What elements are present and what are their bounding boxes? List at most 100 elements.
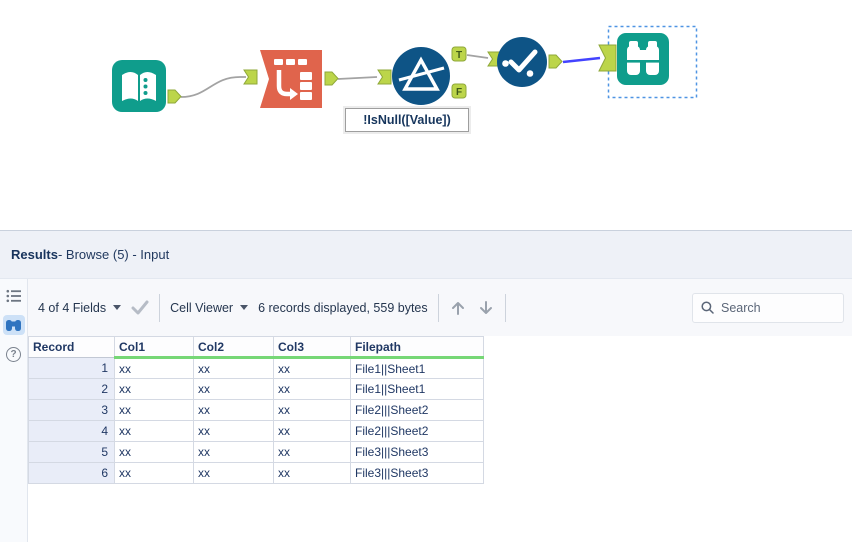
data-cell[interactable]: xx — [273, 378, 351, 400]
column-header-col3[interactable]: Col3 — [273, 336, 351, 359]
false-output-anchor[interactable]: F — [451, 83, 467, 99]
input-data-tool[interactable] — [112, 60, 182, 112]
output-anchor[interactable] — [548, 54, 563, 69]
data-cell[interactable]: xx — [114, 399, 194, 421]
input-data-icon — [112, 60, 166, 112]
results-side-strip: ? — [0, 279, 28, 542]
input-anchor[interactable] — [598, 44, 617, 72]
metadata-view-button[interactable] — [3, 286, 25, 306]
data-cell[interactable]: xx — [193, 399, 274, 421]
data-cell[interactable]: xx — [114, 441, 194, 463]
data-cell[interactable]: xx — [273, 357, 351, 379]
data-cell[interactable]: File3|||Sheet3 — [350, 462, 484, 484]
wire-filter-to-select[interactable] — [466, 54, 489, 59]
record-number-cell[interactable]: 6 — [28, 462, 115, 484]
results-toolbar: 4 of 4 Fields Cell Viewer 6 records disp… — [28, 279, 852, 336]
wire-transpose-to-filter[interactable] — [337, 76, 378, 80]
data-cell[interactable]: File2|||Sheet2 — [350, 420, 484, 442]
cell-viewer-dropdown[interactable]: Cell Viewer — [170, 300, 249, 315]
column-header-col2[interactable]: Col2 — [193, 336, 274, 359]
help-button[interactable]: ? — [3, 344, 25, 364]
input-anchor[interactable] — [377, 69, 392, 85]
arrow-down-icon — [479, 300, 492, 314]
transpose-tool[interactable] — [243, 50, 339, 108]
data-cell[interactable]: xx — [114, 462, 194, 484]
search-box[interactable] — [692, 292, 844, 323]
results-header: Results - Browse (5) - Input — [0, 231, 852, 279]
input-anchor[interactable] — [243, 69, 258, 85]
true-anchor-label: T — [456, 50, 462, 61]
data-cell[interactable]: File1||Sheet1 — [350, 357, 484, 379]
data-cell[interactable]: xx — [114, 420, 194, 442]
column-header-filepath[interactable]: Filepath — [350, 336, 484, 359]
search-icon — [701, 301, 714, 314]
false-anchor-label: F — [456, 87, 462, 98]
record-number-cell[interactable]: 4 — [28, 420, 115, 442]
apply-checkmark-icon[interactable] — [131, 300, 149, 315]
select-tool[interactable] — [487, 37, 563, 87]
data-cell[interactable]: File3|||Sheet3 — [350, 441, 484, 463]
data-cell[interactable]: File2|||Sheet2 — [350, 399, 484, 421]
filter-tool[interactable]: T F — [377, 46, 467, 105]
record-number-cell[interactable]: 1 — [28, 357, 115, 379]
record-number-cell[interactable]: 3 — [28, 399, 115, 421]
data-cell[interactable]: xx — [193, 420, 274, 442]
fields-dropdown[interactable]: 4 of 4 Fields — [38, 300, 122, 315]
transpose-icon — [260, 50, 322, 108]
filter-icon — [392, 47, 450, 105]
data-cell[interactable]: xx — [193, 357, 274, 379]
data-cell[interactable]: xx — [273, 399, 351, 421]
cell-viewer-label: Cell Viewer — [170, 300, 234, 315]
workflow-canvas[interactable]: T F — [0, 0, 852, 230]
divider — [437, 293, 439, 322]
data-cell[interactable]: xx — [273, 462, 351, 484]
list-icon — [6, 289, 21, 303]
wire-input-to-transpose[interactable] — [180, 76, 246, 98]
select-icon — [497, 37, 547, 87]
data-cell[interactable]: File1||Sheet1 — [350, 378, 484, 400]
data-cell[interactable]: xx — [273, 441, 351, 463]
divider — [504, 293, 506, 322]
data-cell[interactable]: xx — [114, 357, 194, 379]
arrow-up-icon — [451, 301, 464, 315]
results-title: Results — [11, 247, 58, 262]
browse-icon — [617, 33, 669, 85]
data-cell[interactable]: xx — [193, 462, 274, 484]
column-header-record[interactable]: Record — [28, 336, 115, 358]
data-cell[interactable]: xx — [193, 441, 274, 463]
previous-match-button[interactable] — [449, 299, 467, 317]
records-info: 6 records displayed, 559 bytes — [258, 300, 428, 315]
chevron-down-icon — [240, 305, 249, 310]
chevron-down-icon — [113, 305, 122, 310]
browse-tool[interactable] — [598, 33, 669, 85]
record-number-cell[interactable]: 5 — [28, 441, 115, 463]
results-panel: Results - Browse (5) - Input — [0, 230, 852, 542]
data-cell[interactable]: xx — [273, 420, 351, 442]
true-output-anchor[interactable]: T — [451, 46, 467, 62]
next-match-button[interactable] — [477, 299, 495, 317]
binoculars-icon — [6, 319, 21, 331]
browse-view-button[interactable] — [2, 315, 25, 335]
filter-annotation[interactable]: !IsNull([Value]) — [345, 108, 469, 132]
output-anchor[interactable] — [324, 71, 339, 86]
divider — [159, 293, 161, 322]
data-cell[interactable]: xx — [193, 378, 274, 400]
results-subtitle: - Browse (5) - Input — [57, 247, 170, 262]
data-cell[interactable]: xx — [114, 378, 194, 400]
search-input[interactable] — [693, 293, 843, 322]
fields-dropdown-label: 4 of 4 Fields — [38, 300, 107, 315]
column-header-col1[interactable]: Col1 — [114, 336, 194, 359]
help-icon: ? — [6, 346, 21, 362]
record-number-cell[interactable]: 2 — [28, 378, 115, 400]
output-anchor[interactable] — [167, 89, 182, 104]
wire-select-to-browse-selected[interactable] — [562, 56, 601, 64]
